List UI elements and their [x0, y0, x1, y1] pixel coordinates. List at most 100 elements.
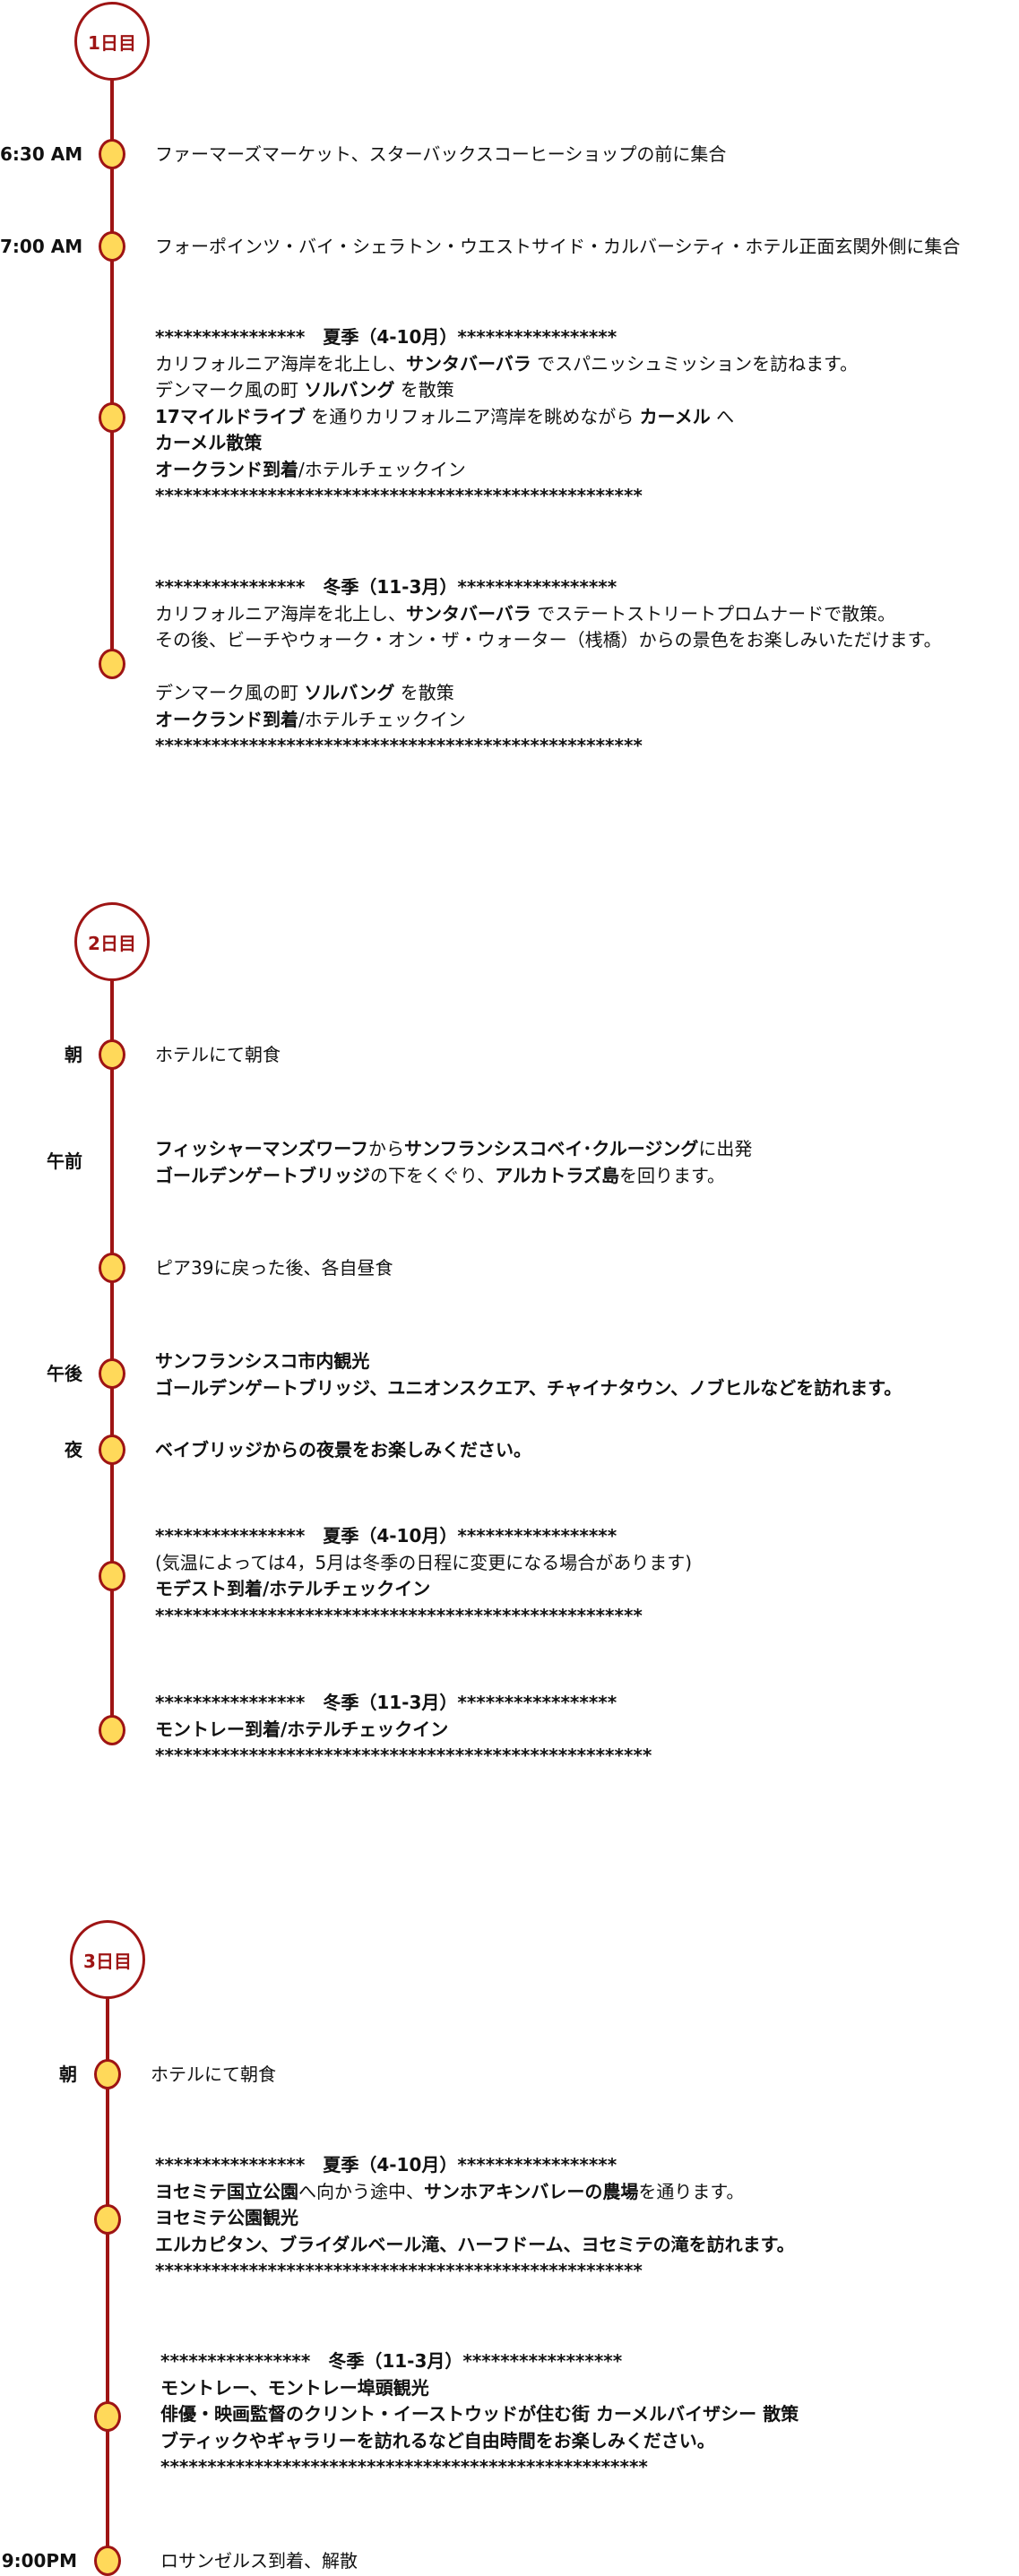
itinerary-line: エルカピタン、ブライダルベール滝、ハーフドーム、ヨセミテの滝を訪れます。 [155, 2231, 795, 2258]
timeline-dot [94, 2059, 121, 2089]
text-segment: その後、ビーチやウォーク・オン・ザ・ウォーター（桟橋）からの景色をお楽しみいただ… [155, 629, 942, 650]
itinerary-line: オークランド到着/ホテルチェックイン [155, 456, 466, 483]
text-segment: サンホアキンバレーの農場 [424, 2180, 639, 2202]
text-segment: オークランド到着 [155, 458, 298, 480]
itinerary-line: ブティックやギャラリーを訪れるなど自由時間をお楽しみください。 [160, 2427, 715, 2454]
itinerary-line: ピア39に戻った後、各自昼食 [155, 1254, 393, 1281]
text-segment: ファーマーズマーケット、スターバックスコーヒーショップの前に集合 [155, 143, 727, 165]
itinerary-line: ヨセミテ国立公園へ向かう途中、サンホアキンバレーの農場を通ります。 [155, 2178, 744, 2205]
text-segment: ****************************************… [155, 2260, 643, 2281]
itinerary-line: カリフォルニア海岸を北上し、サンタバーバラ でスパニッシュミッションを訪ねます。 [155, 350, 858, 377]
itinerary-line: **************** 冬季（11-3月）**************… [155, 573, 617, 600]
time-label: 7:00 AM [0, 236, 83, 257]
text-segment: ゴールデンゲートブリッジ [155, 1164, 370, 1186]
text-segment: モントレー、モントレー埠頭観光 [160, 2376, 429, 2399]
timeline-dot [99, 402, 125, 433]
text-segment: モデスト到着/ホテルチェックイン [155, 1578, 431, 1599]
itinerary-line: フィッシャーマンズワーフからサンフランシスコベイ･クルージングに出発 [155, 1135, 752, 1162]
itinerary-line: ホテルにて朝食 [155, 1041, 281, 1068]
itinerary-line: **************** 夏季（4-10月）**************… [155, 2151, 617, 2178]
time-label: 6:30 AM [0, 143, 83, 165]
timeline-dot [99, 1253, 125, 1283]
text-segment: でステートストリートプロムナードで散策。 [531, 602, 896, 625]
text-segment: カーメル [639, 405, 711, 427]
itinerary-line: その後、ビーチやウォーク・オン・ザ・ウォーター（桟橋）からの景色をお楽しみいただ… [155, 626, 942, 653]
text-segment: カリフォルニア海岸を北上し、 [155, 602, 406, 625]
text-segment: ****************************************… [160, 2456, 648, 2477]
time-label: 午後 [47, 1363, 82, 1384]
text-segment: サンタバーバラ [406, 602, 531, 625]
timeline-line [110, 942, 114, 1730]
text-segment: フォーポインツ・バイ・シェラトン・ウエストサイド・カルバーシティ・ホテル正面玄関… [155, 236, 961, 257]
text-segment: エルカピタン、ブライダルベール滝、ハーフドーム、ヨセミテの滝を訪れます。 [155, 2233, 795, 2255]
timeline-dot [99, 231, 125, 262]
text-segment: デンマーク風の町 [155, 379, 305, 401]
day-badge: 2日目 [74, 902, 150, 981]
time-label: 朝 [59, 2063, 77, 2085]
text-segment: ****************************************… [155, 1604, 643, 1626]
itinerary-line: フォーポインツ・バイ・シェラトン・ウエストサイド・カルバーシティ・ホテル正面玄関… [155, 233, 960, 260]
text-segment: **************** 夏季（4-10月）**************… [155, 1525, 617, 1546]
timeline-dot [94, 2546, 121, 2576]
itinerary-line: **************** 冬季（11-3月）**************… [160, 2348, 622, 2374]
text-segment: ホテルにて朝食 [151, 2063, 276, 2085]
itinerary-line: **************** 冬季（11-3月）**************… [155, 1689, 617, 1716]
text-segment: ブティックやギャラリーを訪れるなど自由時間をお楽しみください。 [160, 2429, 715, 2451]
text-segment: **************** 冬季（11-3月）**************… [155, 576, 617, 598]
itinerary-line: ****************************************… [160, 2453, 648, 2480]
text-segment: /ホテルチェックイン [298, 708, 466, 730]
timeline-dot [99, 1358, 125, 1389]
day-label: 3日目 [83, 1950, 132, 1972]
itinerary-line: ****************************************… [155, 482, 643, 509]
timeline-dot [94, 2204, 121, 2235]
text-segment: 俳優・映画監督のクリント・イーストウッドが住む街 カーメルバイザシー 散策 [160, 2403, 799, 2425]
text-segment: ソルバング [304, 682, 395, 703]
itinerary-line: デンマーク風の町 ソルバング を散策 [155, 679, 454, 706]
itinerary-line: ****************************************… [155, 2257, 643, 2284]
day-badge: 3日目 [70, 1920, 145, 1999]
day-label: 2日目 [88, 932, 136, 954]
itinerary-line: ヨセミテ公園観光 [155, 2204, 298, 2231]
text-segment: を回ります。 [619, 1164, 726, 1186]
time-label: 夜 [65, 1439, 82, 1460]
text-segment: へ [710, 405, 735, 427]
timeline-dot [99, 1715, 125, 1745]
text-segment: モントレー到着/ホテルチェックイン [155, 1718, 449, 1740]
text-segment: デンマーク風の町 [155, 682, 305, 703]
text-segment: ヨセミテ公園観光 [155, 2207, 298, 2228]
text-segment: ****************************************… [155, 735, 643, 756]
timeline-dot [99, 1561, 125, 1591]
itinerary-line: ホテルにて朝食 [151, 2061, 276, 2088]
text-segment: ゴールデンゲートブリッジ、ユニオンスクエア、チャイナタウン、ノブヒルなどを訪れま… [155, 1376, 902, 1399]
itinerary-line: モントレー、モントレー埠頭観光 [160, 2374, 429, 2401]
text-segment: へ向かう途中、 [298, 2180, 424, 2202]
text-segment: ****************************************… [155, 1745, 652, 1766]
text-segment: カリフォルニア海岸を北上し、 [155, 352, 406, 375]
itinerary-line: ロサンゼルス到着、解散 [160, 2547, 358, 2574]
time-label: 朝 [65, 1044, 82, 1065]
text-segment: カーメル散策 [155, 432, 263, 453]
text-segment: (気温によっては4，5月は冬季の日程に変更になる場合があります) [155, 1551, 693, 1573]
itinerary-line: ゴールデンゲートブリッジの下をくぐり、アルカトラズ島を回ります。 [155, 1162, 725, 1189]
text-segment: を通りカリフォルニア湾岸を眺めながら [305, 405, 640, 427]
text-segment: **************** 夏季（4-10月）**************… [155, 2154, 617, 2175]
day-label: 1日目 [88, 31, 136, 54]
text-segment: を散策 [394, 682, 454, 703]
time-label: 9:00PM [1, 2550, 77, 2572]
itinerary-line: ベイブリッジからの夜景をお楽しみください。 [155, 1436, 531, 1463]
itinerary-line: ****************************************… [155, 732, 643, 759]
text-segment: フィッシャーマンズワーフ [155, 1138, 368, 1159]
itinerary-line: モントレー到着/ホテルチェックイン [155, 1716, 448, 1743]
text-segment: ヨセミテ国立公園 [155, 2180, 298, 2202]
text-segment: ピア39に戻った後、各自昼食 [155, 1257, 393, 1279]
timeline-line [106, 1960, 109, 2574]
itinerary-line: (気温によっては4，5月は冬季の日程に変更になる場合があります) [155, 1549, 692, 1576]
text-segment: ホテルにて朝食 [155, 1044, 281, 1065]
text-segment: の下をくぐり、 [370, 1164, 496, 1186]
timeline-line [110, 41, 114, 664]
day-badge: 1日目 [74, 2, 150, 81]
text-segment: でスパニッシュミッションを訪ねます。 [531, 352, 859, 375]
text-segment: アルカトラズ島 [495, 1164, 620, 1186]
itinerary-line: ****************************************… [155, 1742, 652, 1769]
text-segment: に出発 [698, 1138, 753, 1159]
